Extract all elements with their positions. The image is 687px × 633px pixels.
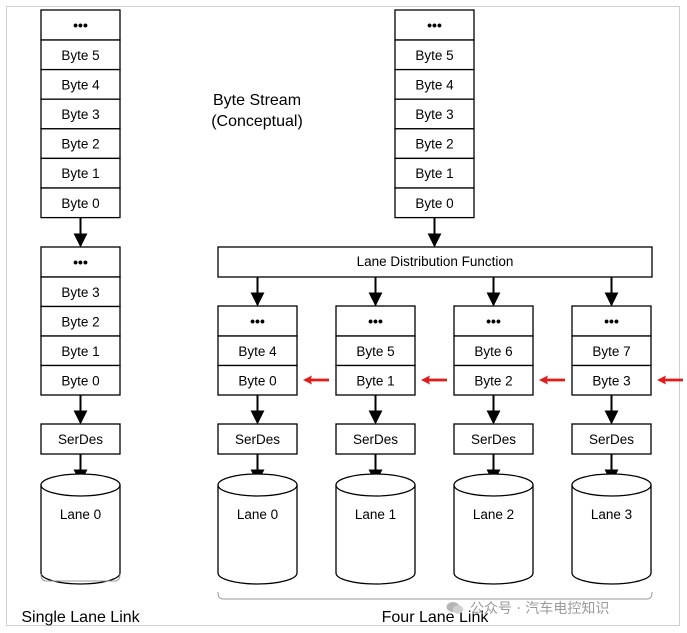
right-stream-byte-cell (394, 98, 475, 130)
byte-stream-subtitle: (Conceptual) (211, 113, 303, 130)
right-stream-byte-label: Byte 5 (415, 48, 453, 63)
right-stream-byte-label: Byte 4 (415, 77, 454, 92)
lane-3-ellipsis: ••• (604, 313, 619, 329)
lane-2-byte-cell (453, 335, 534, 367)
lane-distribution-box (217, 246, 653, 278)
lane-1-byte-cell (335, 335, 416, 367)
lane-2-cylinder (453, 473, 534, 585)
left-stream-byte-cell (40, 187, 121, 219)
red-highlight-arrow-icon (657, 375, 683, 385)
lane-1-ellipsis-cell (335, 305, 416, 337)
lane-1-serdes-label: SerDes (353, 432, 398, 447)
lane-3-label: Lane 3 (591, 507, 632, 522)
lane-2-byte-cell (453, 364, 534, 396)
lane-0-serdes-label: SerDes (235, 432, 280, 447)
single-buffer-byte-cell (40, 305, 121, 337)
lane-2-ellipsis: ••• (486, 313, 501, 329)
left-stream-byte-label: Byte 4 (61, 77, 100, 92)
single-buffer-byte-label: Byte 3 (61, 285, 99, 300)
single-lane-cylinder (40, 473, 121, 585)
right-stream-ellipsis-cell (394, 9, 475, 41)
red-highlight-arrow-icon (303, 375, 329, 385)
single-buffer-ellipsis: ••• (73, 254, 88, 270)
lane-0-ellipsis: ••• (250, 313, 265, 329)
lane-3-serdes-label: SerDes (589, 432, 634, 447)
left-stream-byte-label: Byte 1 (61, 166, 99, 181)
lane-2-serdes-box (453, 423, 534, 455)
lane-1-label: Lane 1 (355, 507, 396, 522)
right-stream-byte-label: Byte 2 (415, 137, 453, 152)
lane-0-ellipsis-cell (217, 305, 298, 337)
lane-0-byte-label: Byte 0 (238, 374, 276, 389)
lane-3-byte-label: Byte 3 (592, 374, 630, 389)
four-lane-caption: Four Lane Link (382, 609, 490, 626)
lane-0-byte-label: Byte 4 (238, 344, 277, 359)
watermark-text: 公众号 · 汽车电控知识 (470, 601, 610, 617)
left-stream-ellipsis: ••• (73, 17, 88, 33)
single-buffer-byte-cell (40, 276, 121, 308)
lane-0-label: Lane 0 (237, 507, 278, 522)
lane-3-ellipsis-cell (571, 305, 652, 337)
single-lane-caption: Single Lane Link (21, 609, 140, 626)
single-lane-label: Lane 0 (60, 507, 101, 522)
lane-2-byte-label: Byte 2 (474, 374, 512, 389)
left-stream-byte-cell (40, 68, 121, 100)
lane-3-byte-label: Byte 7 (592, 344, 630, 359)
lane-3-byte-cell (571, 335, 652, 367)
lane-0-byte-cell (217, 335, 298, 367)
lane-1-serdes-box (335, 423, 416, 455)
lane-2-byte-label: Byte 6 (474, 344, 512, 359)
right-stream-byte-label: Byte 0 (415, 196, 453, 211)
lane-2-label: Lane 2 (473, 507, 514, 522)
right-stream-byte-label: Byte 1 (415, 166, 453, 181)
lane-1-ellipsis: ••• (368, 313, 383, 329)
left-stream-byte-label: Byte 2 (61, 137, 99, 152)
lane-1-cylinder (335, 473, 416, 585)
left-byte-stream: ••• Byte 5 Byte 4 Byte 3 Byte 2 Byte 1 Byte 0 (40, 9, 121, 219)
right-stream-ellipsis: ••• (427, 17, 442, 33)
lane-2-ellipsis-cell (453, 305, 534, 337)
red-highlight-arrow-icon (539, 375, 565, 385)
single-lane-brace (40, 573, 121, 582)
right-stream-byte-cell (394, 128, 475, 160)
lane-2-serdes-label: SerDes (471, 432, 516, 447)
watermark: 公众号 · 汽车电控知识 (446, 598, 609, 618)
right-byte-stream: ••• Byte 5 Byte 4 Byte 3 Byte 2 Byte 1 Byte 0 (394, 9, 475, 219)
single-buffer-byte-cell (40, 335, 121, 367)
lane-3-byte-cell (571, 364, 652, 396)
single-buffer-byte-cell (40, 364, 121, 396)
single-buffer-ellipsis-cell (40, 246, 121, 278)
lane-distribution-label: Lane Distribution Function (357, 254, 514, 269)
single-buffer-byte-label: Byte 0 (61, 373, 99, 388)
left-stream-byte-cell (40, 157, 121, 189)
single-lane-buffer: ••• Byte 3 Byte 2 Byte 1 Byte 0 (40, 246, 121, 396)
byte-stream-title: Byte Stream (213, 92, 301, 109)
left-stream-byte-label: Byte 3 (61, 107, 99, 122)
lane-0-byte-cell (217, 364, 298, 396)
lane-0-cylinder (217, 473, 298, 585)
lane-1-byte-label: Byte 1 (356, 374, 394, 389)
single-buffer-byte-label: Byte 1 (61, 344, 99, 359)
single-serdes-label: SerDes (58, 432, 103, 447)
left-stream-byte-label: Byte 0 (61, 196, 99, 211)
left-stream-byte-label: Byte 5 (61, 48, 99, 63)
right-stream-byte-cell (394, 187, 475, 219)
lane-3-cylinder (571, 473, 652, 585)
page-frame (6, 6, 680, 626)
red-highlight-arrow-icon (421, 375, 447, 385)
lane-0-serdes-box (217, 423, 298, 455)
left-stream-byte-cell (40, 98, 121, 130)
four-lane-brace (217, 591, 653, 600)
wechat-logo-icon (446, 602, 464, 614)
right-stream-byte-label: Byte 3 (415, 107, 453, 122)
single-buffer-byte-label: Byte 2 (61, 314, 99, 329)
lane-1-byte-label: Byte 5 (356, 344, 394, 359)
